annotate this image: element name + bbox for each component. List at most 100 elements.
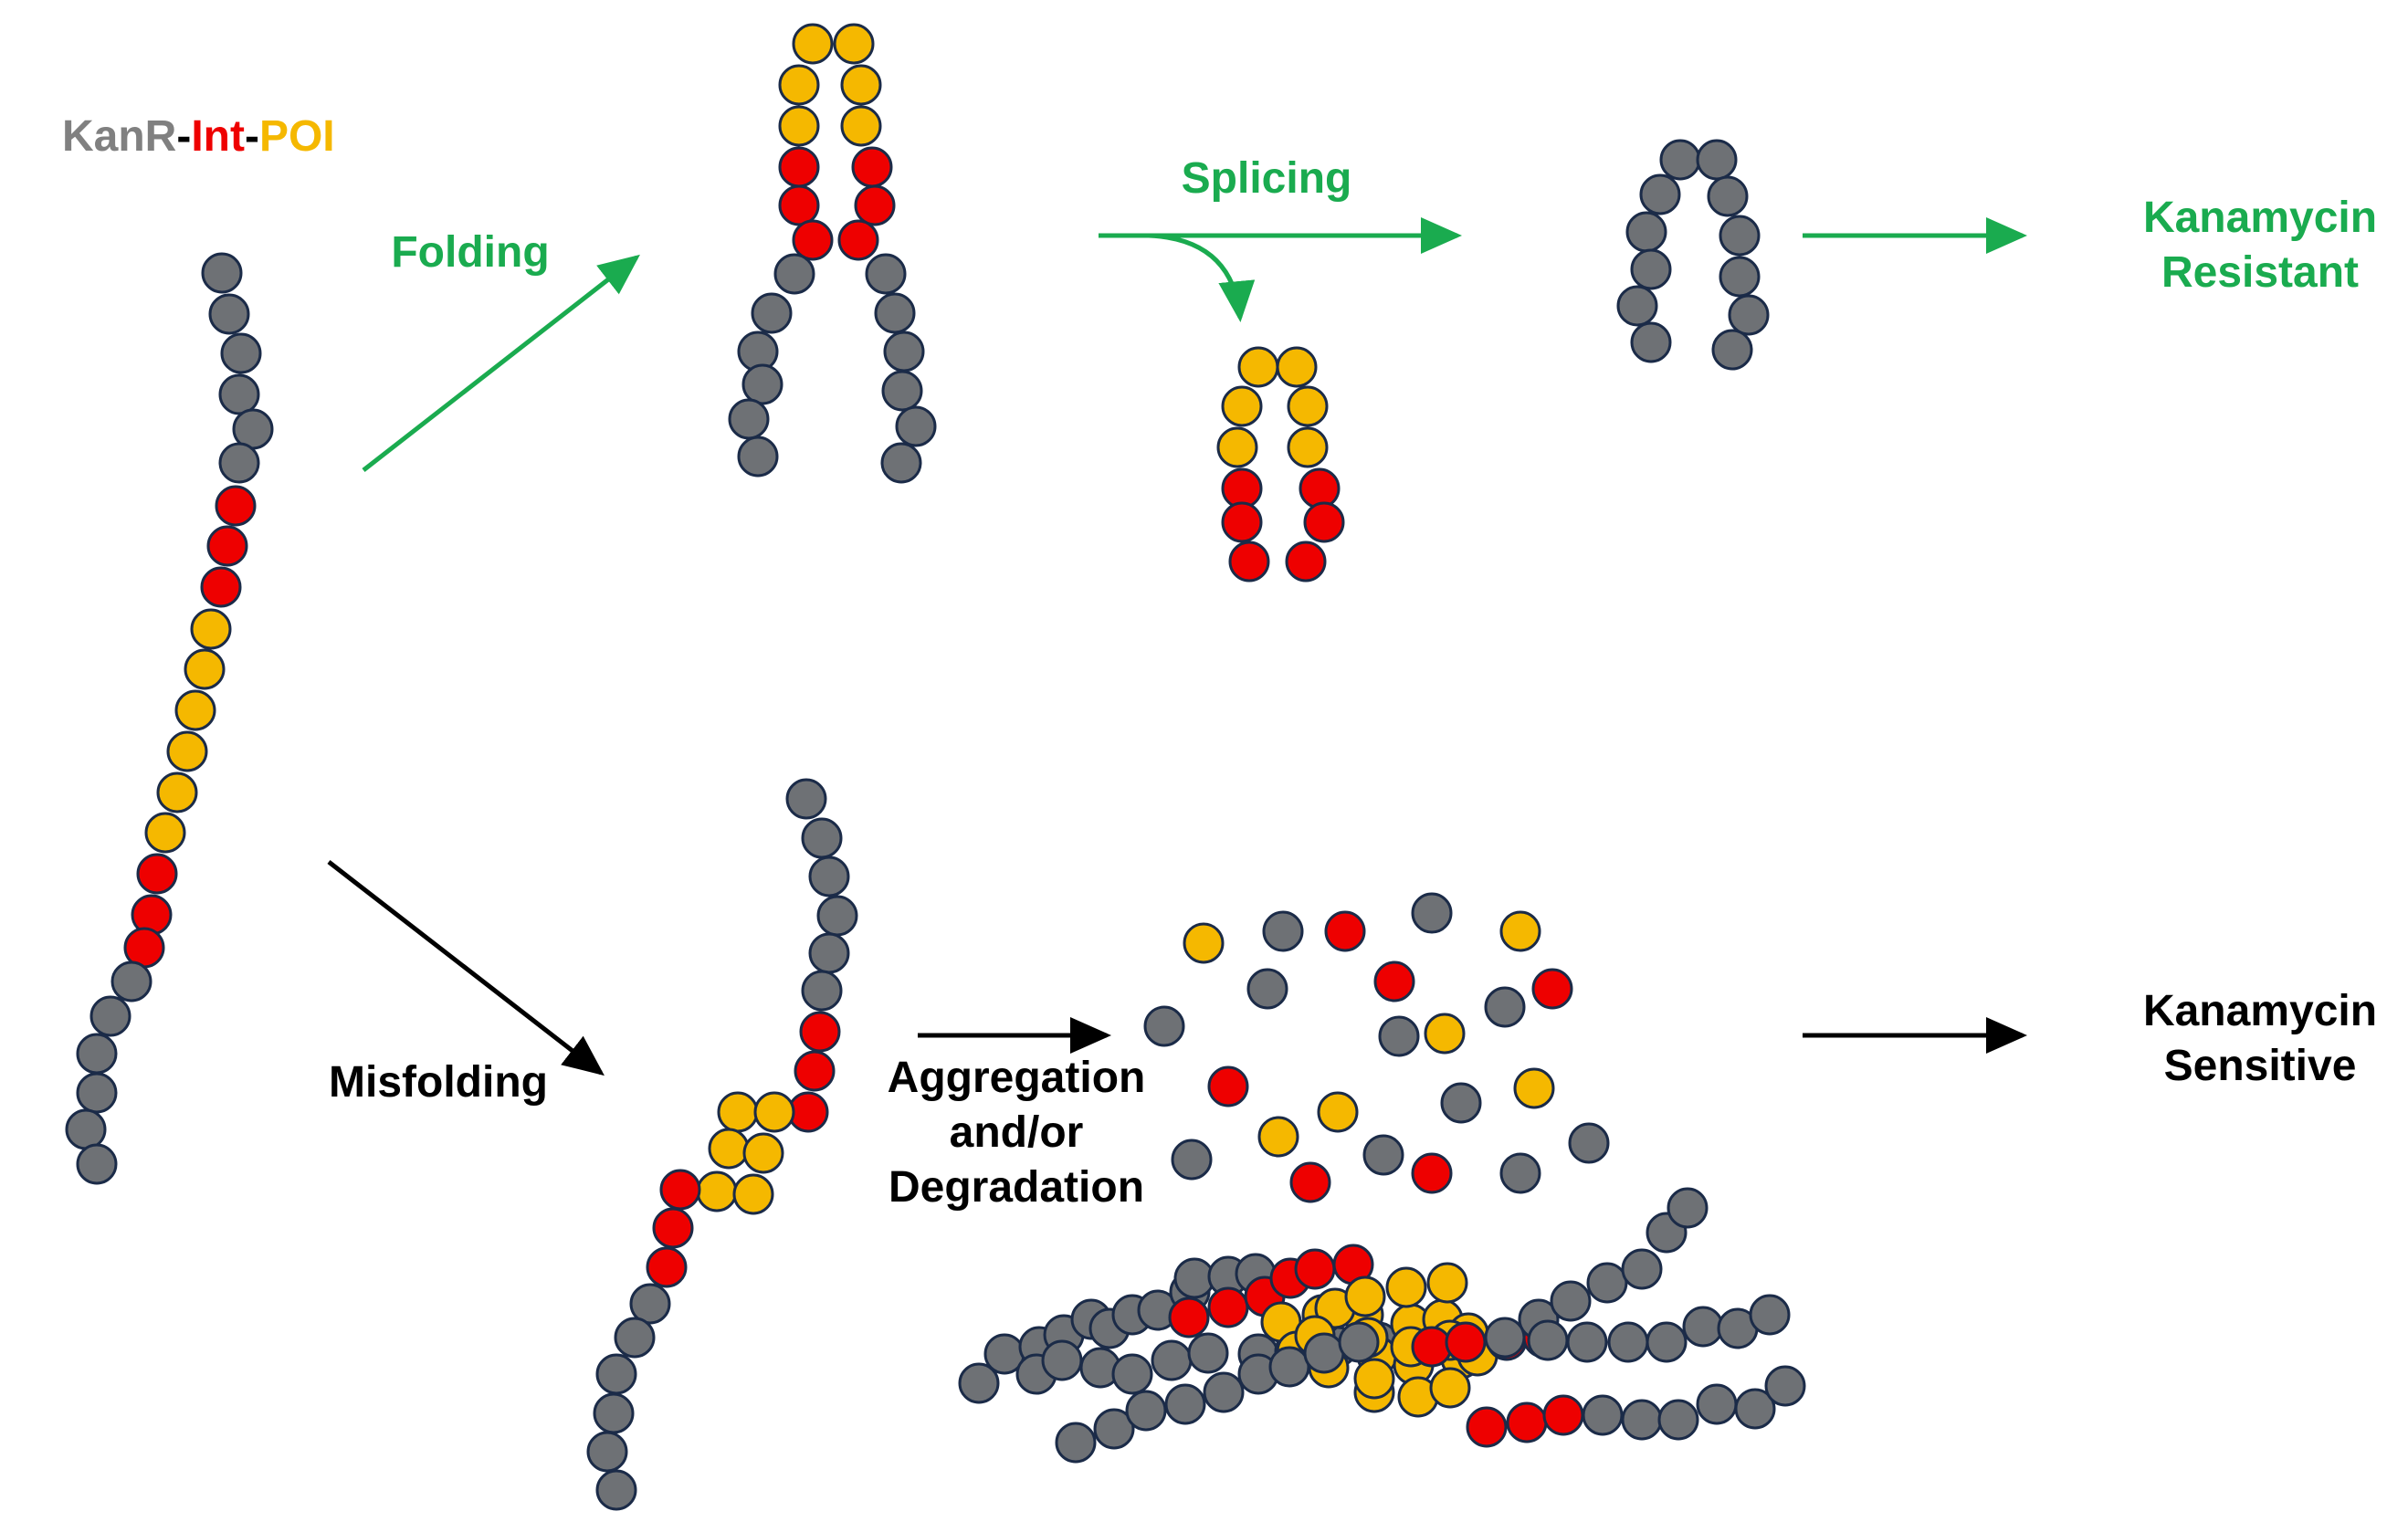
construct-title: KanR-Int-POI — [62, 112, 335, 161]
misfolding-arrow — [327, 860, 605, 1076]
poi-residue — [792, 23, 834, 65]
kanr-residue — [737, 436, 779, 478]
kanr-residue — [218, 442, 260, 484]
kanr-residue — [629, 1283, 671, 1325]
poi-residue — [1276, 346, 1318, 388]
kanr-residue — [218, 373, 260, 415]
kanr-residue — [1630, 321, 1672, 363]
poi-residue — [708, 1128, 750, 1170]
kanr-residue — [895, 405, 937, 447]
kanr-residue — [110, 960, 152, 1002]
kanr-residue — [1621, 1399, 1663, 1441]
poi-residue — [1429, 1367, 1471, 1409]
folding-label: Folding — [391, 228, 549, 277]
poi-residue — [1385, 1266, 1427, 1308]
poi-residue — [144, 812, 186, 854]
poi-residue — [184, 648, 226, 690]
kanr-residue — [1246, 968, 1288, 1010]
poi-residue — [1499, 910, 1541, 952]
folding-arrow — [362, 254, 640, 472]
title-poi: POI — [259, 112, 335, 161]
kanr-residue — [801, 970, 843, 1012]
kanr-residue — [1303, 1332, 1345, 1374]
kanr-residue — [785, 778, 827, 820]
kanr-residue — [1164, 1383, 1206, 1425]
poi-residue — [753, 1091, 795, 1133]
kanr-residue — [773, 253, 815, 295]
aggregation-label-line3: Degradation — [889, 1163, 1144, 1212]
kanr-residue — [1151, 1339, 1193, 1381]
resistant-label-line2: Resistant — [2161, 248, 2359, 297]
kanr-residue — [816, 895, 858, 937]
intein-residue — [1289, 1161, 1331, 1203]
excised-intein-arrow — [1148, 233, 1256, 322]
kanr-residue — [65, 1108, 107, 1150]
poi-residue — [1287, 385, 1329, 427]
kanr-residue — [1484, 986, 1526, 1028]
poi-residue — [778, 64, 820, 106]
intein-residue — [1228, 541, 1270, 583]
title-kanr: KanR — [62, 112, 176, 161]
kanr-residue — [751, 292, 793, 334]
misfolded-chain — [586, 778, 858, 1511]
kanr-residue — [1527, 1319, 1569, 1361]
intein-residue — [794, 1050, 836, 1092]
kanr-residue — [1055, 1422, 1097, 1464]
kanr-residue — [865, 253, 907, 295]
kanr-residue — [595, 1353, 637, 1395]
poi-residue — [833, 23, 875, 65]
kanr-residue — [593, 1392, 635, 1434]
degraded-fragments — [1143, 892, 1610, 1203]
intein-residue — [854, 184, 896, 226]
poi-residue — [190, 608, 232, 650]
poi-residue — [732, 1173, 774, 1215]
aggregation-label-line1: Aggregation — [888, 1054, 1146, 1102]
intein-residue — [1207, 1286, 1249, 1328]
misfolding-label: Misfolding — [329, 1058, 548, 1107]
kanr-residue — [1203, 1371, 1245, 1413]
intein-residue — [1303, 501, 1345, 543]
intein-residue — [215, 485, 257, 527]
sensitive-label-line1: Kanamycin — [2143, 987, 2377, 1035]
poi-residue — [717, 1091, 759, 1133]
kanr-residue — [208, 293, 250, 335]
kanr-residue — [880, 442, 922, 484]
poi-residue — [1344, 1275, 1386, 1317]
poi-residue — [696, 1170, 738, 1212]
folded-precursor — [728, 23, 937, 484]
poi-residue — [1237, 346, 1279, 388]
kanr-residue — [586, 1431, 628, 1473]
kanr-residue — [1749, 1294, 1791, 1336]
kanr-residue — [1707, 175, 1749, 217]
intein-residue — [778, 146, 820, 188]
arrows — [327, 217, 2027, 1076]
kanr-residue — [1187, 1332, 1229, 1374]
kanr-residue — [76, 1143, 118, 1185]
intein-residue — [659, 1169, 701, 1211]
kanr-residue — [1171, 1139, 1213, 1181]
poi-residue — [1513, 1067, 1555, 1109]
kanr-residue — [1711, 329, 1753, 371]
poi-residue — [156, 771, 198, 813]
kanr-residue — [1630, 248, 1672, 290]
kanr-residue — [1568, 1122, 1610, 1164]
poi-residue — [1353, 1358, 1395, 1400]
title-dash-1: - — [176, 112, 191, 161]
kanr-residue — [1440, 1082, 1482, 1124]
intein-residue — [1294, 1248, 1336, 1290]
kanr-residue — [1484, 1317, 1526, 1359]
splicing-label: Splicing — [1182, 154, 1352, 203]
title-int: Int — [191, 112, 245, 161]
resistant-label-line1: Kanamycin — [2143, 194, 2377, 242]
kanr-residue — [1411, 892, 1453, 934]
kanr-residue — [1719, 256, 1761, 298]
poi-residue — [1183, 922, 1225, 964]
intein-residue — [200, 566, 242, 608]
kanr-residue — [1582, 1394, 1624, 1436]
kanr-residue — [76, 1072, 118, 1114]
kanr-residue — [89, 995, 131, 1037]
kanr-residue — [201, 252, 243, 294]
poi-residue — [840, 105, 882, 147]
kanr-residue — [808, 855, 850, 897]
